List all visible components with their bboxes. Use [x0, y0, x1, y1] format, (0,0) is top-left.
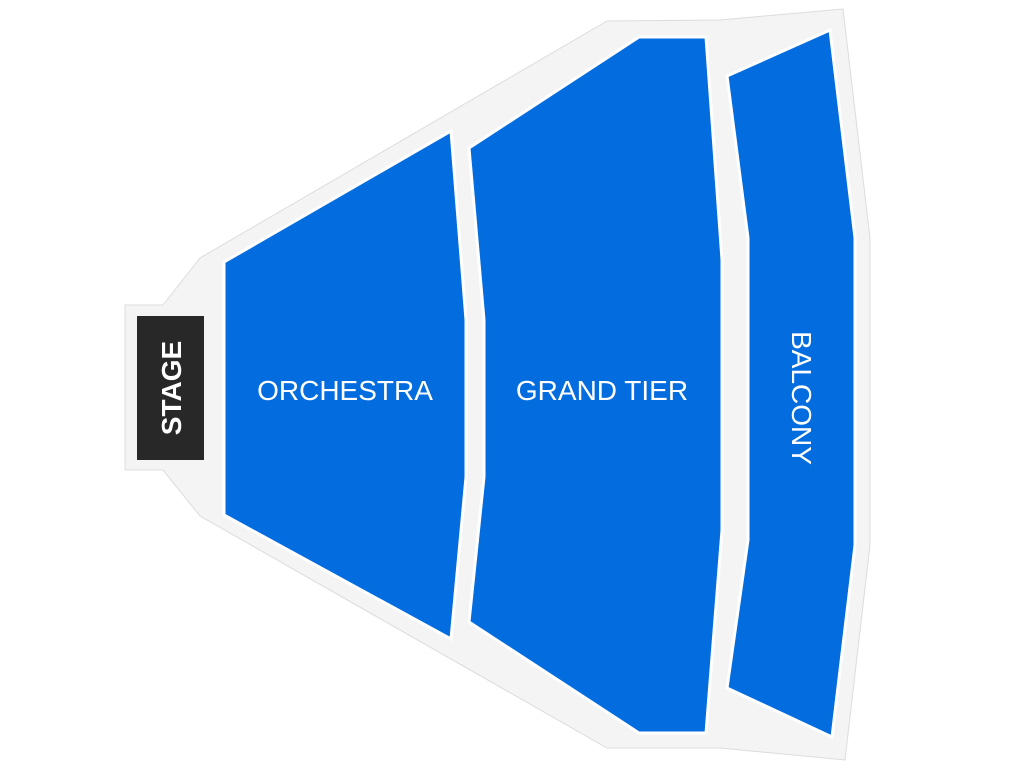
section-grand-tier-label: GRAND TIER [516, 375, 688, 406]
stage [137, 316, 204, 460]
stage-label: STAGE [156, 341, 187, 435]
section-grand-tier[interactable]: GRAND TIER [467, 35, 724, 735]
section-orchestra-label: ORCHESTRA [257, 375, 433, 406]
section-balcony[interactable]: BALCONY [725, 27, 857, 740]
section-balcony-label: BALCONY [786, 331, 817, 465]
section-orchestra[interactable]: ORCHESTRA [222, 128, 468, 642]
